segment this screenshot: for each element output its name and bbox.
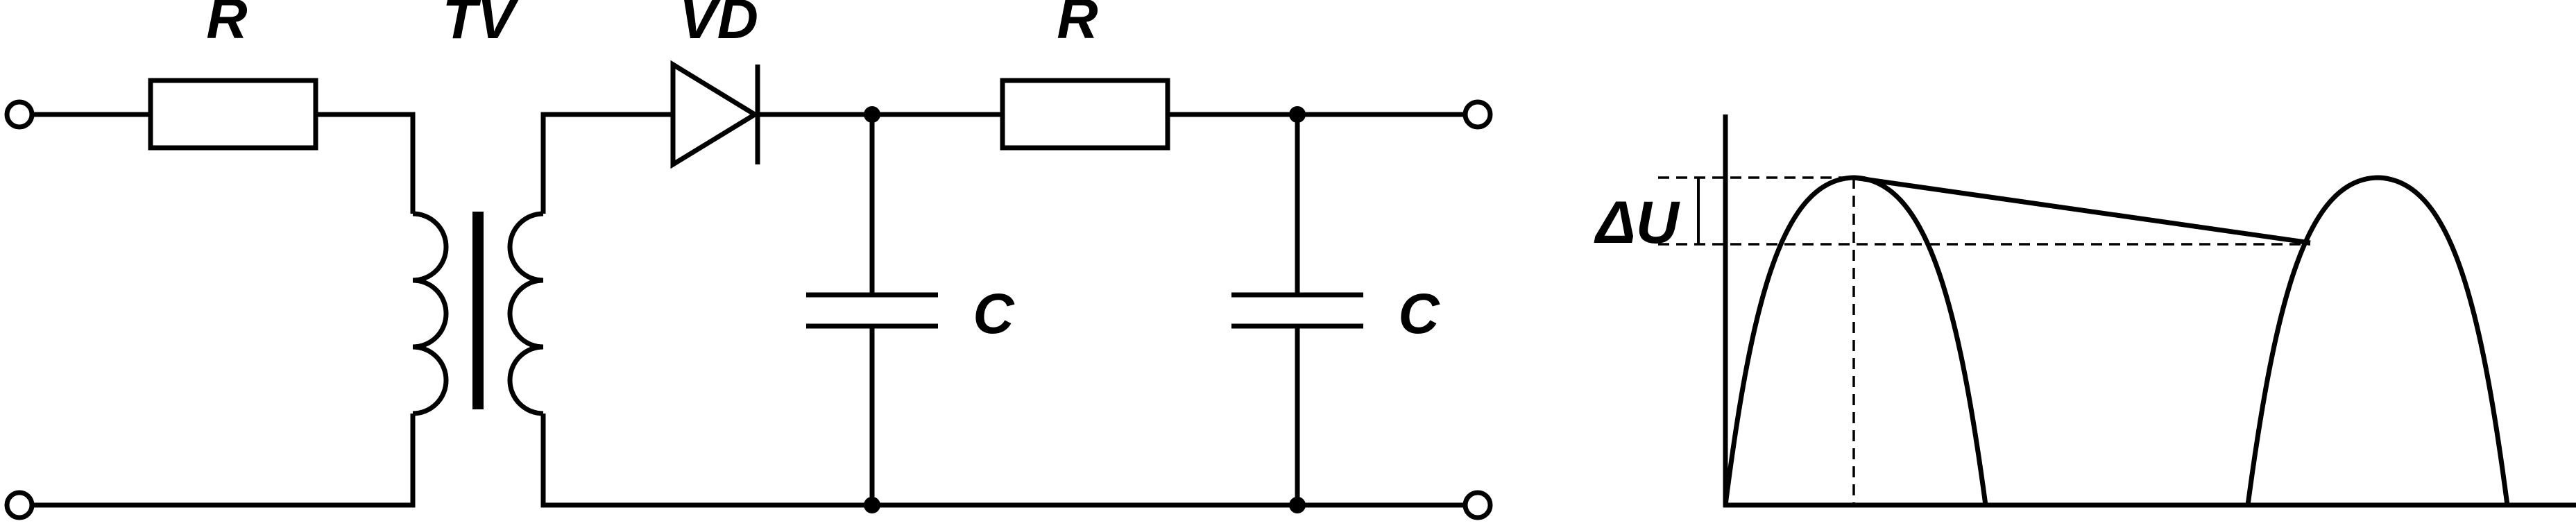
transformer-label: TV: [443, 0, 520, 51]
ripple-waveform: ΔU: [1594, 114, 2576, 508]
half-wave-2: [2245, 175, 2510, 506]
half-wave-1: [1723, 175, 1988, 506]
ripple-label: ΔU: [1594, 189, 1680, 256]
diode-label: VD: [679, 0, 758, 51]
resistor-filter: [1000, 78, 1170, 151]
transformer-primary-winding: [412, 211, 449, 416]
resistor-filter-label: R: [1057, 0, 1098, 51]
discharge-line: [1853, 175, 2311, 246]
diode-anode-triangle: [670, 60, 760, 169]
output-terminal-top: [1462, 99, 1493, 130]
input-terminal-top: [4, 99, 35, 130]
transformer-secondary-winding: [507, 211, 544, 416]
resistor-input: [148, 78, 318, 151]
diode: [670, 60, 760, 169]
wire: [540, 414, 872, 508]
rectifier-circuit: R TV VD C R: [4, 0, 1493, 520]
wire: [32, 414, 416, 508]
output-terminal-bottom: [1462, 490, 1493, 520]
capacitor-2-label: C: [1398, 282, 1440, 346]
wire: [540, 112, 673, 214]
capacitor-1-label: C: [973, 282, 1015, 346]
wire: [316, 112, 416, 214]
resistor-input-label: R: [206, 0, 247, 51]
input-terminal-bottom: [4, 490, 35, 520]
